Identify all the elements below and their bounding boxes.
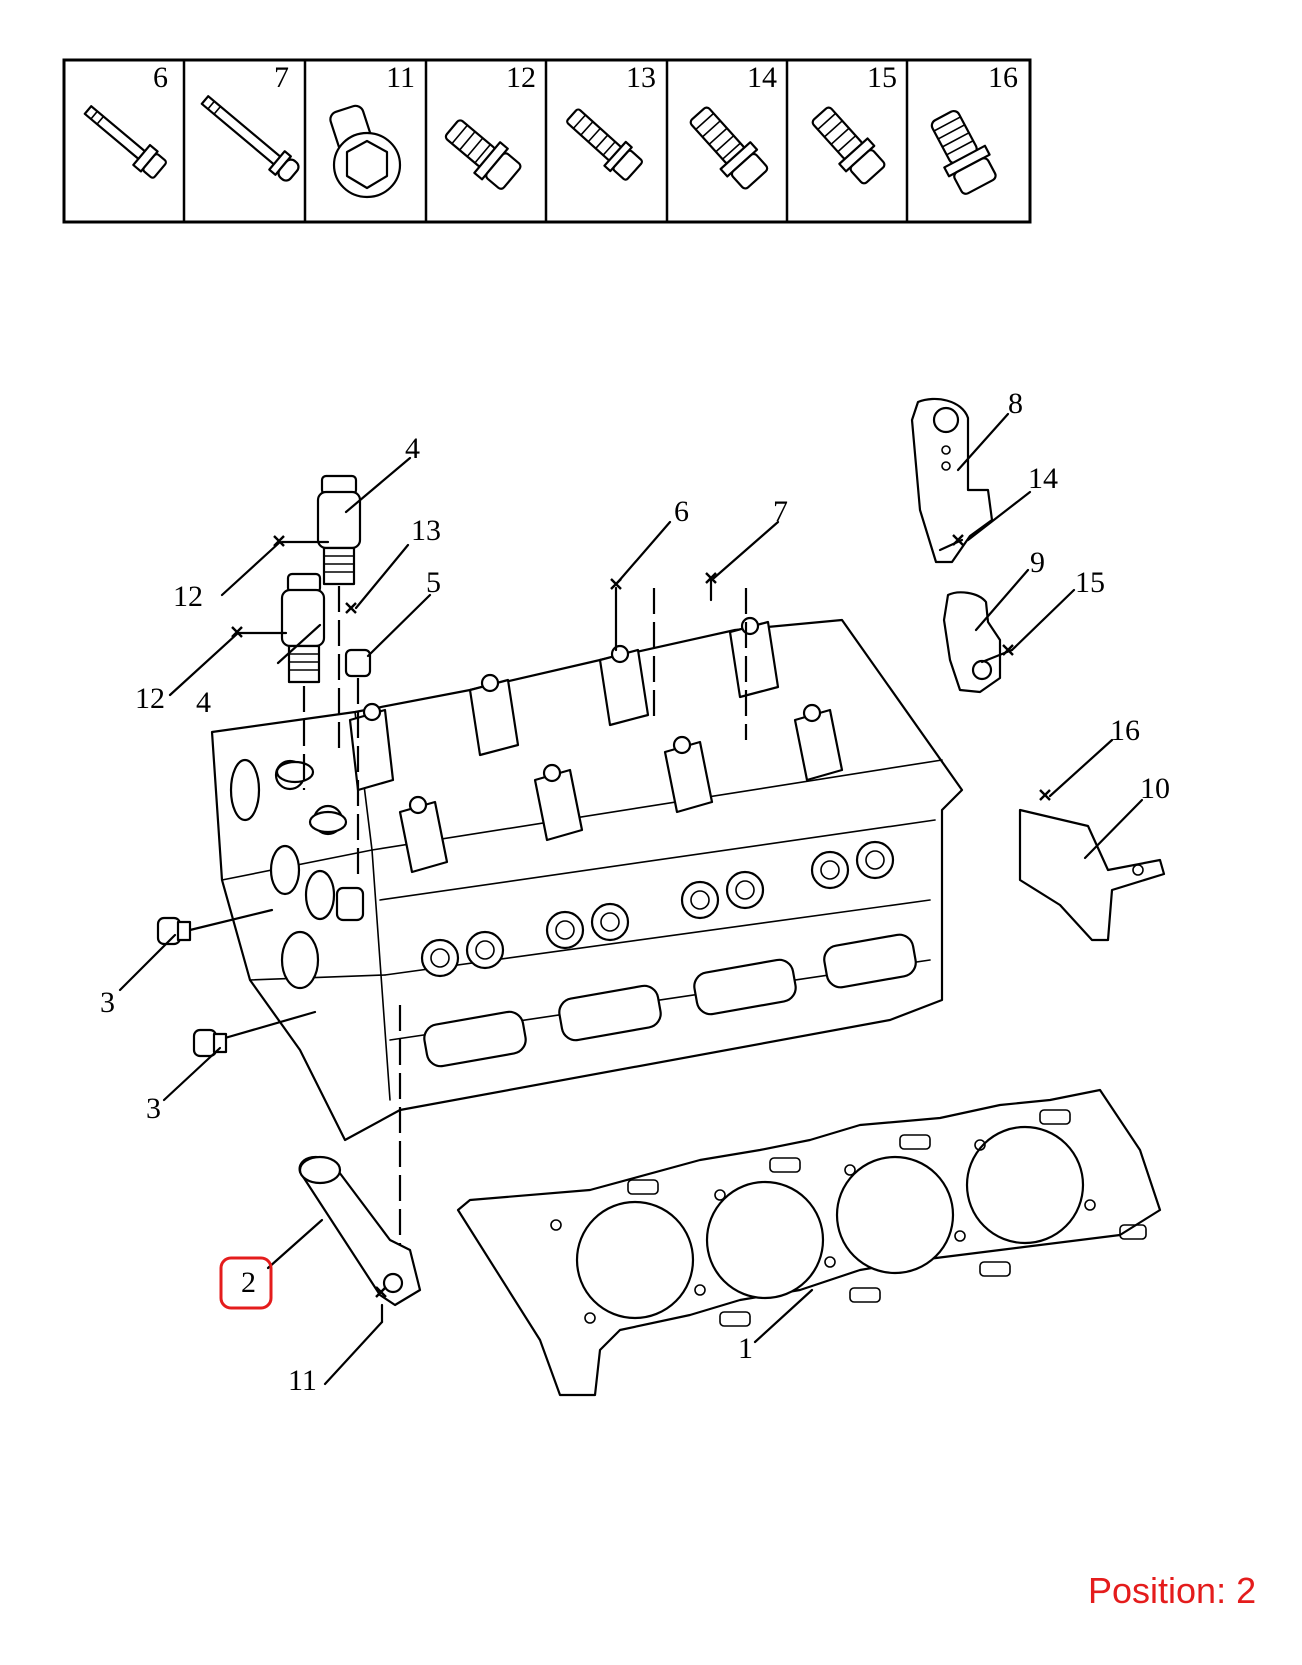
table-number-16: 16 — [988, 61, 1018, 94]
table-number-11: 11 — [386, 61, 415, 94]
callout-16: 16 — [1110, 714, 1140, 747]
callout-5: 5 — [426, 566, 441, 599]
bolt-3-upper-icon — [156, 908, 274, 946]
table-number-14: 14 — [747, 61, 777, 94]
callout-15: 15 — [1075, 566, 1105, 599]
callout-14: 14 — [1028, 462, 1058, 495]
fastener-table: 6 7 11 12 13 14 15 16 — [62, 58, 1032, 224]
bolt-13-icon — [566, 108, 643, 181]
bolt-6-icon — [83, 105, 167, 179]
bracket-9 — [942, 591, 1002, 694]
callout-10: 10 — [1140, 772, 1170, 805]
bolt-3-lower-icon — [192, 1010, 317, 1058]
callout-9: 9 — [1030, 546, 1045, 579]
callout-11: 11 — [288, 1364, 317, 1397]
bolt-7-icon — [200, 95, 300, 182]
cross-marks — [231, 534, 1051, 1298]
callout-13: 13 — [411, 514, 441, 547]
vvt-solenoid-upper — [316, 474, 362, 586]
callout-4-lower: 4 — [196, 686, 211, 719]
bracket-10 — [1018, 808, 1166, 942]
table-number-15: 15 — [867, 61, 897, 94]
bolt-14-icon — [689, 106, 769, 190]
cylinder-head — [210, 616, 964, 1142]
callout-2-highlight — [219, 1256, 273, 1310]
bolt-16-icon — [930, 109, 997, 195]
bolt-12-icon — [444, 119, 522, 190]
table-number-12: 12 — [506, 61, 536, 94]
callout-12-upper: 12 — [173, 580, 203, 613]
table-number-13: 13 — [626, 61, 656, 94]
table-number-6: 6 — [153, 61, 168, 94]
callout-7: 7 — [773, 495, 788, 528]
callout-6: 6 — [674, 495, 689, 528]
table-number-7: 7 — [274, 61, 289, 94]
exhaust-openings — [423, 933, 917, 1068]
callout-4-upper: 4 — [405, 432, 420, 465]
bolt-15-icon — [811, 106, 886, 185]
callout-3-lower: 3 — [146, 1092, 161, 1125]
callout-8: 8 — [1008, 387, 1023, 420]
dowel-5 — [344, 648, 372, 678]
lifting-bracket-2 — [298, 1155, 422, 1307]
callout-12-lower: 12 — [135, 682, 165, 715]
position-label: Position: 2 — [1088, 1570, 1257, 1611]
rocker-arms — [348, 616, 844, 874]
bracket-8 — [910, 397, 994, 564]
callout-2: 2 — [241, 1266, 256, 1299]
head-gasket-1 — [456, 1088, 1162, 1397]
callout-1: 1 — [738, 1332, 753, 1365]
callout-3-upper: 3 — [100, 986, 115, 1019]
callout-labels: 4 4 12 12 13 5 6 7 8 14 9 15 16 10 3 3 1… — [100, 387, 1170, 1397]
ports — [420, 840, 895, 978]
bolt-11-icon — [329, 104, 402, 199]
